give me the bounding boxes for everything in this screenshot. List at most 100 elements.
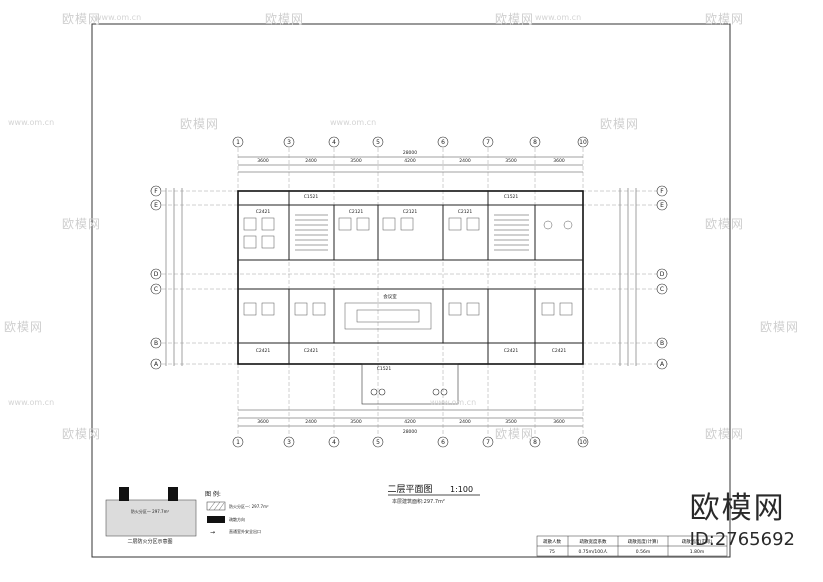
bottom-dimension-lines: [238, 409, 583, 427]
dim-top-1: 3600: [257, 158, 269, 164]
table-header-3: 疏散宽度(计算): [628, 538, 659, 545]
label-c2121-c: C2121: [458, 209, 473, 215]
axis-right-E: E: [660, 202, 664, 209]
dim-bottom-1: 3600: [257, 419, 269, 425]
axis-right-A: A: [660, 361, 665, 368]
watermark-url: www.om.cn: [330, 118, 377, 127]
watermark: 欧模网: [62, 427, 102, 441]
label-c1521-top: C1521: [304, 194, 319, 200]
dim-bottom-6: 3500: [505, 419, 517, 425]
axis-labels: 1 3 4 5 6 7 8 10 1 3 4 5 6 7 8 10 F E D …: [154, 139, 665, 446]
axis-right-C: C: [660, 286, 664, 293]
furniture: [243, 217, 573, 330]
fire-zone-label: 防火分区一 297.7m²: [131, 508, 170, 514]
watermark: 欧模网: [265, 12, 305, 26]
table-cell-2: 0.75m/100人: [578, 549, 608, 555]
top-dimension-lines: [238, 156, 583, 173]
watermark: 欧模网: [180, 117, 220, 131]
axis-bottom-1: 1: [236, 439, 240, 446]
axis-bottom-3: 3: [287, 439, 291, 446]
axis-left-C: C: [154, 286, 158, 293]
axis-bottom-8: 8: [533, 439, 537, 446]
axis-right-F: F: [660, 188, 664, 195]
axis-bottom-4: 4: [332, 439, 336, 446]
brand-logo: 欧模网: [689, 491, 786, 526]
dim-top-2: 2400: [305, 158, 317, 164]
legend-item-2: 疏散方向: [229, 516, 245, 522]
fire-zone-diagram: 防火分区一 297.7m² 二层防火分区示意图: [105, 487, 197, 545]
left-dimension-lines: [165, 188, 183, 366]
watermark: 欧模网: [705, 217, 745, 231]
label-c2421-bottom-c: C2421: [504, 348, 519, 354]
area-note: 本层建筑面积:297.7m²: [392, 498, 445, 505]
axis-right-B: B: [660, 340, 664, 347]
axis-bottom-7: 7: [486, 439, 490, 446]
watermark-url: www.om.cn: [535, 13, 582, 22]
watermark-url: www.om.cn: [430, 398, 477, 407]
label-c2421-bottom-d: C2421: [552, 348, 567, 354]
axis-top-8: 8: [533, 139, 537, 146]
axis-top-6: 6: [441, 139, 445, 146]
axis-bottom-6: 6: [441, 439, 445, 446]
room-labels: C2421 C1521 C2121 C2121 C2121 C1521 会议室 …: [256, 194, 567, 372]
drawing-title: 二层平面图: [387, 484, 432, 495]
drawing-scale: 1:100: [450, 485, 473, 494]
table-header-4: 疏散宽度(实际): [682, 538, 713, 545]
table-cell-1: 75: [549, 549, 555, 555]
label-c2421-top: C2421: [256, 209, 271, 215]
dim-top-5: 2400: [459, 158, 471, 164]
watermark: 欧模网: [760, 320, 800, 334]
axis-left-F: F: [154, 188, 158, 195]
axis-top-5: 5: [376, 139, 380, 146]
axis-bubbles: [150, 136, 668, 448]
watermark: 欧模网: [705, 12, 745, 26]
label-meeting-room: 会议室: [383, 293, 397, 300]
watermark: 欧模网: [62, 12, 102, 26]
fire-zone-title: 二层防火分区示意图: [127, 538, 172, 545]
axis-top-7: 7: [486, 139, 490, 146]
entrance-porch: [361, 363, 459, 405]
axis-bottom-5: 5: [376, 439, 380, 446]
axis-top-3: 3: [287, 139, 291, 146]
dim-top-6: 3500: [505, 158, 517, 164]
watermark-url: www.om.cn: [8, 118, 55, 127]
dim-top-3: 3500: [350, 158, 362, 164]
axis-left-D: D: [154, 271, 159, 278]
label-c2421-bottom: C2421: [256, 348, 271, 354]
dim-bottom-2: 2400: [305, 419, 317, 425]
watermark: 欧模网: [495, 12, 535, 26]
axis-left-B: B: [154, 340, 158, 347]
table-header-2: 疏散宽度系数: [580, 538, 607, 545]
legend-arrow-icon: →: [210, 529, 215, 536]
brand-block: 欧模网 ID:2765692: [690, 483, 795, 550]
watermark: 欧模网: [4, 320, 44, 334]
dim-top-4: 4200: [404, 158, 416, 164]
watermark-url: www.om.cn: [95, 13, 142, 22]
label-c2421-bottom-b: C2421: [304, 348, 319, 354]
dim-bottom-3: 3500: [350, 419, 362, 425]
axis-bottom-10: 10: [579, 439, 587, 446]
overall-width-bottom: 28000: [403, 429, 417, 435]
label-c2121-b: C2121: [403, 209, 418, 215]
legend: 图 例: 防火分区一: 297.7m² 疏散方向 → 直通室外安全出口: [205, 490, 269, 536]
overall-width-top: 28000: [403, 150, 417, 156]
watermark: 欧模网: [495, 427, 535, 441]
watermark-url: www.om.cn: [8, 398, 55, 407]
axis-top-1: 1: [236, 139, 240, 146]
watermark: 欧模网: [600, 117, 640, 131]
legend-heading: 图 例:: [205, 490, 221, 498]
axis-top-10: 10: [579, 139, 587, 146]
sheet-border: [91, 23, 731, 558]
watermark: 欧模网: [62, 217, 102, 231]
stairs: [295, 214, 529, 251]
label-c2121-a: C2121: [349, 209, 364, 215]
legend-swatch-2: [207, 516, 225, 523]
axis-left-A: A: [154, 361, 159, 368]
table-cell-4: 1.80m: [690, 549, 704, 555]
watermark: 欧模网: [705, 427, 745, 441]
right-dimension-lines: [619, 188, 637, 366]
dimension-values: 28000 28000 3600 2400 3500 4200 2400 350…: [257, 150, 565, 435]
dim-bottom-4: 4200: [404, 419, 416, 425]
table-header-1: 疏散人数: [543, 538, 561, 545]
